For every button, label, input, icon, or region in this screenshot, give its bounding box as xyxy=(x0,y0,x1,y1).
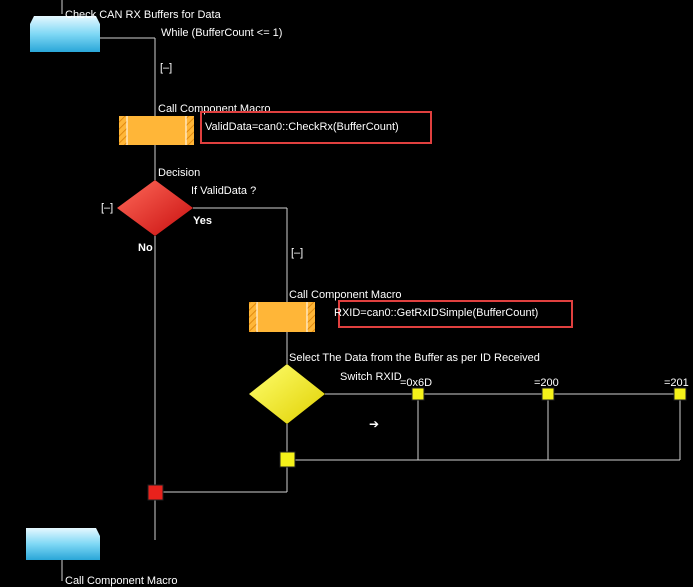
highlight-box-macro1 xyxy=(200,111,432,144)
loop-label: While (BufferCount <= 1) xyxy=(161,27,283,39)
case-node-1[interactable] xyxy=(411,387,425,401)
decision-diamond[interactable] xyxy=(117,180,193,236)
right-arrow-icon: ➔ xyxy=(369,417,380,431)
top-comment: Check CAN RX Buffers for Data xyxy=(65,9,221,21)
switch-diamond[interactable] xyxy=(249,364,325,424)
no-label: No xyxy=(138,242,153,254)
decision-collapse-toggle[interactable]: [–] xyxy=(101,202,114,214)
macro-block-checkrx[interactable] xyxy=(119,116,194,145)
switch-comment: Select The Data from the Buffer as per I… xyxy=(289,352,540,364)
case-label-3: =201 xyxy=(664,377,689,389)
macro-block-getrxid[interactable] xyxy=(249,302,315,332)
macro2-title: Call Component Macro xyxy=(289,289,402,301)
yes-label: Yes xyxy=(193,215,212,227)
decision-text: If ValidData ? xyxy=(191,185,257,197)
loop-end-icon[interactable] xyxy=(26,528,100,560)
switch-text: Switch RXID xyxy=(340,371,402,383)
case-label-1: =0x6D xyxy=(400,377,433,389)
switch-merge-node[interactable] xyxy=(279,451,296,468)
highlight-box-macro2 xyxy=(338,300,573,328)
case-node-3[interactable] xyxy=(673,387,687,401)
loop-start-icon[interactable] xyxy=(30,16,100,52)
loop-collapse-toggle[interactable]: [–] xyxy=(160,62,173,74)
case-node-2[interactable] xyxy=(541,387,555,401)
case-label-2: =200 xyxy=(534,377,559,389)
decision-title: Decision xyxy=(158,167,201,179)
decision-merge-node[interactable] xyxy=(147,484,164,501)
bottom-partial-label: Call Component Macro xyxy=(65,575,178,587)
macro2-text: RXID=can0::GetRxIDSimple(BufferCount) xyxy=(334,307,539,319)
yes-branch-collapse-toggle[interactable]: [–] xyxy=(291,247,304,259)
macro1-text: ValidData=can0::CheckRx(BufferCount) xyxy=(205,121,399,133)
